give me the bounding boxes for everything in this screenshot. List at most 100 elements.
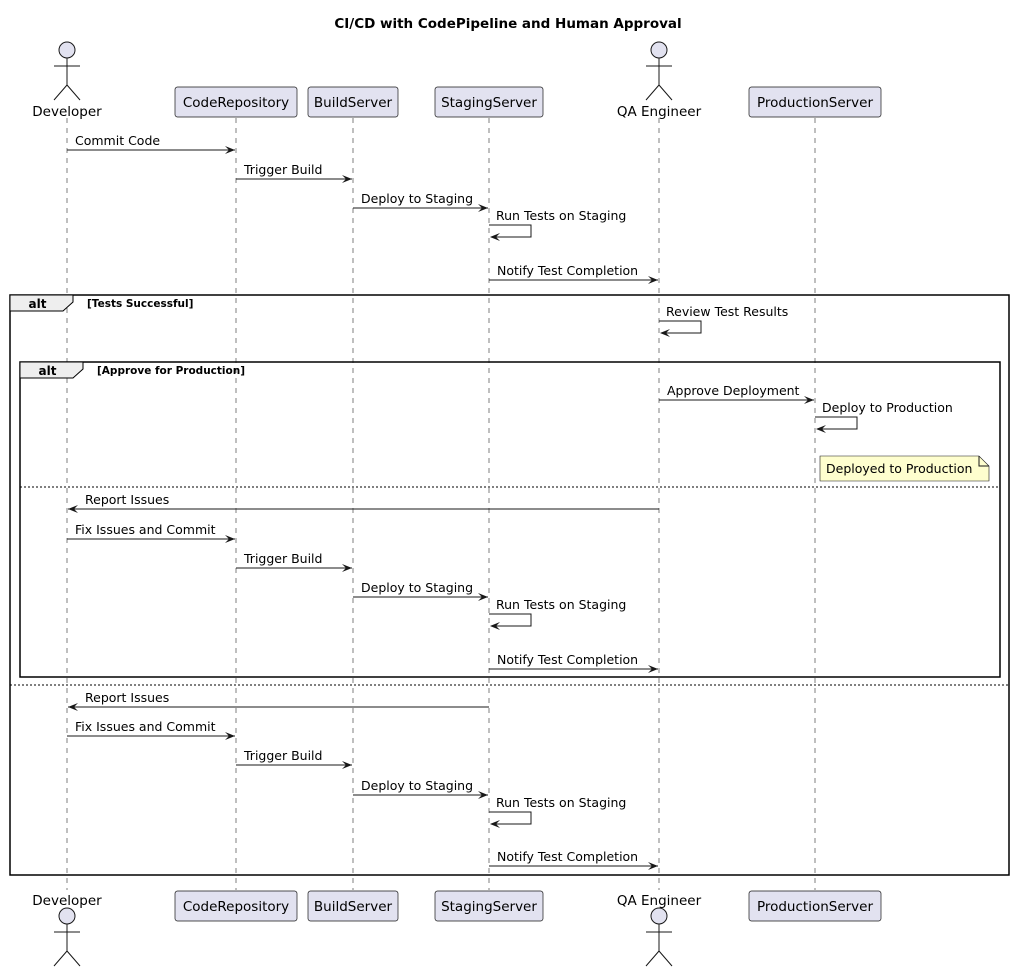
frame-tab	[19, 361, 84, 379]
participant-prod-bottom: ProductionServer	[748, 890, 882, 922]
arrowhead	[490, 820, 500, 828]
participant-label: ProductionServer	[757, 95, 874, 111]
participant-box	[434, 86, 544, 118]
participant-box	[174, 890, 298, 922]
frame-guard: [Tests Successful]	[87, 298, 193, 310]
actor-head-icon	[650, 41, 668, 59]
participant-box	[174, 86, 298, 118]
arrowhead	[342, 175, 352, 183]
message-label: Report Issues	[85, 690, 169, 705]
participant-label: StagingServer	[441, 95, 537, 111]
actor-body-icon	[53, 58, 81, 101]
note-label: Deployed to Production	[826, 461, 972, 476]
arrowhead	[490, 622, 500, 630]
message-10: Fix Issues and Commit	[67, 522, 235, 543]
message-12: Deploy to Staging	[353, 580, 488, 601]
frame-tab	[9, 294, 74, 312]
actor-body-icon	[645, 58, 673, 101]
participant-label: ProductionServer	[757, 899, 874, 915]
participant-box	[307, 86, 399, 118]
message-13: Run Tests on Staging	[489, 597, 626, 630]
message-18: Deploy to Staging	[353, 778, 488, 799]
participant-label: BuildServer	[314, 899, 393, 915]
message-2: Trigger Build	[236, 162, 352, 183]
alt-frame-1: alt [Tests Successful]	[9, 294, 1010, 876]
message-7: Approve Deployment	[659, 383, 814, 404]
participant-dev-bottom: Developer	[32, 893, 102, 967]
message-4: Run Tests on Staging	[489, 208, 626, 241]
participant-label: StagingServer	[441, 899, 537, 915]
self-message-line	[815, 416, 858, 430]
message-label: Fix Issues and Commit	[75, 719, 216, 734]
message-label: Run Tests on Staging	[496, 597, 626, 612]
message-6: Review Test Results	[659, 304, 788, 337]
participant-box	[748, 890, 882, 922]
message-14: Notify Test Completion	[489, 652, 658, 673]
participants: DeveloperDeveloperCodeRepositoryCodeRepo…	[32, 41, 882, 967]
message-label: Notify Test Completion	[497, 263, 638, 278]
participant-label: QA Engineer	[617, 104, 702, 120]
participant-label: BuildServer	[314, 95, 393, 111]
participant-box	[434, 890, 544, 922]
note-deployed: Deployed to Production	[819, 455, 990, 482]
arrowhead	[68, 505, 78, 513]
participant-qa-top: QA Engineer	[617, 41, 702, 120]
message-20: Notify Test Completion	[489, 849, 658, 870]
message-label: Notify Test Completion	[497, 849, 638, 864]
note-shape	[819, 455, 990, 482]
message-11: Trigger Build	[236, 551, 352, 572]
participant-label: CodeRepository	[183, 899, 289, 915]
combined-fragments: alt [Tests Successful] alt[Approve for Pro…	[9, 294, 1010, 876]
participant-prod-top: ProductionServer	[748, 86, 882, 118]
participant-box	[748, 86, 882, 118]
message-label: Notify Test Completion	[497, 652, 638, 667]
message-label: Review Test Results	[666, 304, 788, 319]
arrowhead	[660, 329, 670, 337]
actor-head-icon	[58, 41, 76, 59]
message-1: Commit Code	[67, 133, 235, 154]
message-label: Approve Deployment	[667, 383, 800, 398]
actor-head-icon	[650, 907, 668, 925]
alt-frame-2: alt[Approve for Production]	[19, 361, 1001, 678]
participant-build-top: BuildServer	[307, 86, 399, 118]
arrowhead	[342, 761, 352, 769]
participant-label: Developer	[32, 893, 102, 909]
message-label: Commit Code	[75, 133, 160, 148]
frame-keyword: alt	[39, 364, 57, 378]
arrowhead	[68, 703, 78, 711]
participant-box	[307, 890, 399, 922]
actor-body-icon	[53, 924, 81, 967]
message-16: Fix Issues and Commit	[67, 719, 235, 740]
arrowhead	[478, 791, 488, 799]
self-message-line	[489, 224, 532, 238]
message-label: Fix Issues and Commit	[75, 522, 216, 537]
participant-staging-bottom: StagingServer	[434, 890, 544, 922]
arrowhead	[225, 535, 235, 543]
frame-border	[9, 294, 1010, 876]
message-label: Trigger Build	[243, 748, 322, 763]
arrowhead	[342, 564, 352, 572]
frame-keyword: alt	[29, 297, 47, 311]
message-label: Deploy to Production	[822, 400, 953, 415]
message-label: Deploy to Staging	[361, 778, 473, 793]
message-label: Deploy to Staging	[361, 191, 473, 206]
message-label: Trigger Build	[243, 551, 322, 566]
arrowhead	[490, 233, 500, 241]
frame-border	[19, 361, 1001, 678]
arrowhead	[478, 204, 488, 212]
self-message-line	[489, 811, 532, 825]
message-label: Run Tests on Staging	[496, 795, 626, 810]
participant-qa-bottom: QA Engineer	[617, 893, 702, 967]
participant-staging-top: StagingServer	[434, 86, 544, 118]
arrowhead	[225, 146, 235, 154]
arrowhead	[816, 425, 826, 433]
participant-label: CodeRepository	[183, 95, 289, 111]
message-15: Report Issues	[68, 690, 489, 711]
message-label: Trigger Build	[243, 162, 322, 177]
arrowhead	[648, 665, 658, 673]
participant-repo-bottom: CodeRepository	[174, 890, 298, 922]
participant-label: QA Engineer	[617, 893, 702, 909]
message-3: Deploy to Staging	[353, 191, 488, 212]
